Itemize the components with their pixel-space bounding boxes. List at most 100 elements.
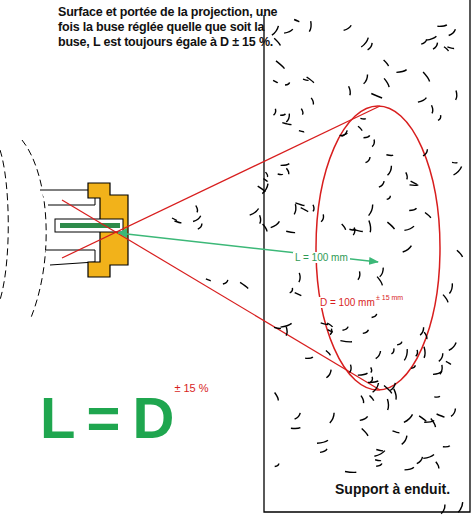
texture-stroke	[404, 414, 413, 422]
texture-stroke	[457, 250, 463, 257]
texture-stroke	[311, 98, 313, 105]
texture-stroke	[278, 173, 283, 175]
texture-stroke	[394, 389, 396, 400]
texture-stroke	[301, 208, 309, 212]
texture-stroke	[390, 383, 395, 391]
texture-stroke	[280, 114, 285, 116]
texture-stroke	[423, 149, 427, 156]
texture-stroke	[349, 228, 355, 230]
texture-stroke	[263, 224, 267, 232]
diameter-dimension-box: D = 100 mm	[318, 292, 377, 310]
texture-stroke	[437, 414, 445, 417]
texture-stroke	[454, 167, 462, 175]
texture-stroke	[424, 347, 425, 358]
texture-stroke	[294, 20, 299, 22]
texture-stroke	[371, 94, 382, 99]
texture-stroke	[320, 449, 327, 453]
texture-stroke	[342, 224, 346, 230]
texture-stroke	[294, 204, 296, 214]
texture-stroke	[384, 60, 389, 66]
texture-stroke	[404, 226, 414, 230]
texture-stroke	[441, 504, 445, 513]
texture-stroke	[286, 168, 288, 174]
texture-stroke	[344, 25, 352, 30]
texture-stroke	[376, 450, 383, 451]
texture-stroke	[388, 166, 392, 176]
texture-stroke	[358, 271, 360, 279]
texture-stroke	[374, 451, 385, 457]
formula-tolerance: ± 15 %	[174, 382, 208, 394]
texture-stroke	[375, 459, 381, 461]
texture-stroke	[240, 282, 248, 288]
texture-stroke	[291, 427, 301, 429]
texture-stroke	[405, 467, 414, 470]
texture-stroke	[372, 314, 377, 318]
texture-stroke	[368, 381, 378, 383]
texture-stroke	[326, 370, 331, 378]
texture-stroke	[416, 350, 418, 356]
formula: L = D	[40, 385, 172, 450]
texture-stroke	[266, 172, 268, 177]
texture-stroke	[370, 377, 372, 382]
texture-stroke	[321, 323, 328, 325]
texture-stroke	[285, 82, 290, 85]
texture-stroke	[299, 131, 304, 132]
texture-stroke	[295, 293, 302, 296]
texture-stroke	[391, 348, 394, 354]
texture-stroke	[258, 186, 266, 192]
texture-stroke	[387, 196, 391, 200]
texture-stroke	[299, 273, 300, 282]
texture-stroke	[458, 502, 463, 512]
texture-stroke	[271, 221, 280, 227]
texture-stroke	[397, 342, 402, 345]
texture-stroke	[439, 353, 443, 361]
texture-stroke	[424, 332, 427, 339]
texture-stroke	[369, 205, 373, 216]
texture-stroke	[328, 330, 333, 333]
texture-stroke	[370, 395, 374, 400]
texture-stroke	[360, 118, 365, 120]
texture-stroke	[387, 399, 388, 410]
texture-stroke	[301, 109, 303, 115]
texture-stroke	[290, 288, 293, 293]
texture-stroke	[387, 222, 394, 229]
spray-edge	[62, 200, 380, 390]
texture-stroke	[411, 365, 415, 368]
texture-stroke	[446, 361, 451, 364]
texture-stroke	[409, 208, 416, 210]
texture-stroke	[423, 454, 434, 458]
texture-stroke	[444, 47, 448, 51]
texture-stroke	[206, 279, 211, 281]
texture-stroke	[361, 38, 368, 47]
texture-stroke	[275, 464, 279, 467]
texture-stroke	[309, 21, 311, 32]
gun-body	[22, 140, 46, 320]
support-label: Support à enduit.	[333, 481, 452, 497]
texture-stroke	[317, 440, 328, 443]
nozzle-core	[60, 223, 120, 228]
texture-stroke	[362, 429, 368, 436]
texture-stroke	[403, 246, 412, 252]
texture-stroke	[303, 79, 309, 80]
texture-stroke	[263, 179, 267, 182]
texture-stroke	[305, 357, 313, 358]
texture-stroke	[406, 172, 407, 179]
texture-stroke	[437, 25, 447, 27]
texture-stroke	[274, 109, 276, 115]
spray-surface	[316, 106, 440, 390]
texture-stroke	[411, 181, 417, 184]
texture-stroke	[260, 215, 261, 224]
texture-stroke	[282, 123, 291, 125]
texture-stroke	[376, 464, 382, 467]
texture-stroke	[313, 205, 314, 212]
texture-stroke	[373, 383, 379, 392]
texture-stroke	[223, 280, 228, 284]
texture-stroke	[198, 224, 202, 230]
gun-body-back	[0, 150, 8, 300]
texture-stroke	[345, 471, 356, 473]
texture-stroke	[172, 218, 177, 221]
texture-stroke	[402, 436, 407, 445]
texture-stroke	[377, 277, 382, 286]
texture-stroke	[443, 295, 448, 303]
texture-stroke	[358, 126, 362, 131]
